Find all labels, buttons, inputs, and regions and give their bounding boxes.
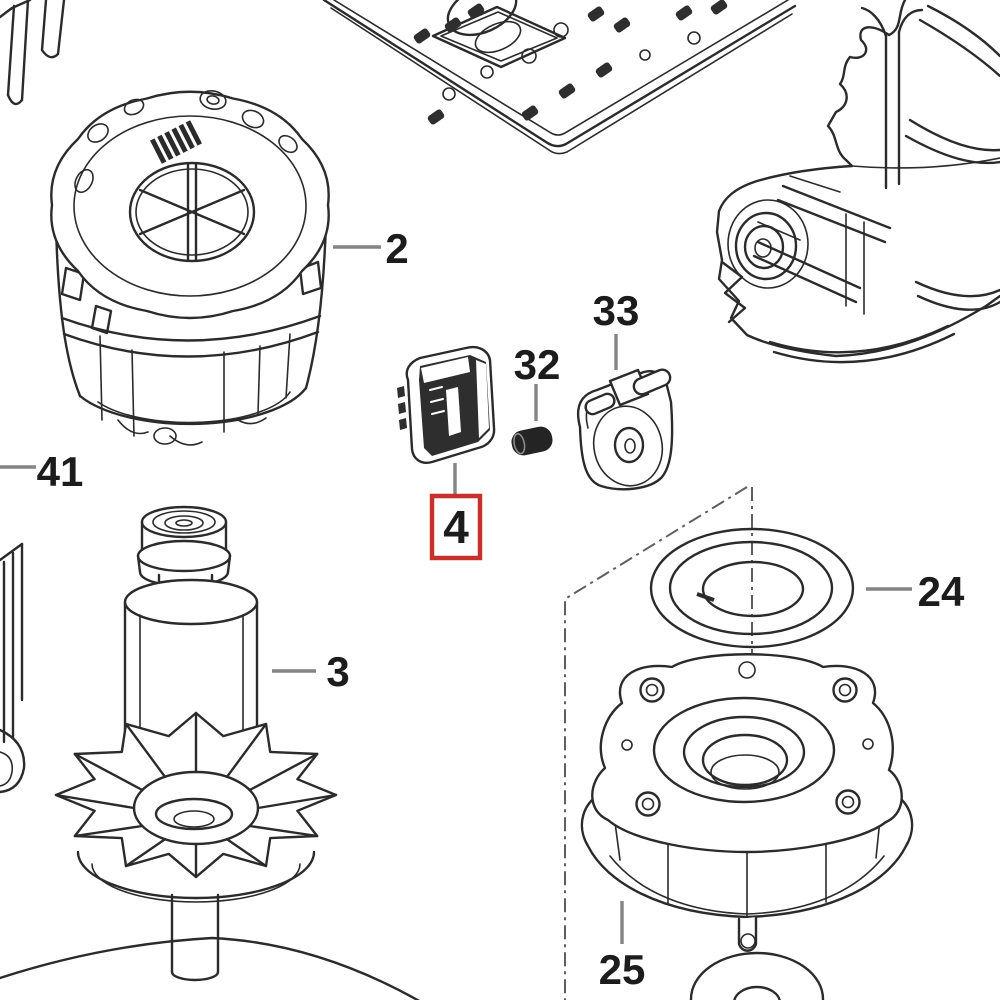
part-32-label: 32	[514, 341, 561, 388]
part-25-label: 25	[599, 946, 646, 993]
highlight-box-part-4	[429, 493, 483, 561]
flange-bolt-holes	[621, 677, 874, 817]
part-4-label: 4	[443, 501, 469, 553]
washer	[689, 951, 825, 1000]
part-41-label: 41	[37, 448, 84, 495]
base-plate	[322, 0, 797, 155]
part-24-label: 24	[918, 568, 965, 615]
gear-housing	[715, 0, 1000, 364]
armature-part-3	[54, 505, 338, 982]
pad-arc	[0, 936, 420, 1000]
part-3-label: 3	[326, 648, 349, 695]
plate-holes	[442, 22, 701, 101]
stator-top-bosses	[74, 89, 298, 194]
stator-grille	[150, 120, 202, 164]
pin-part-32	[511, 426, 553, 456]
bearing-flange-part-25	[580, 653, 914, 952]
labels: 2 41 3 32 33 24 25 4	[0, 225, 965, 993]
part-33-label: 33	[593, 287, 640, 334]
corner-part-top-left	[0, 0, 66, 106]
left-edge-part	[0, 542, 26, 794]
seal-ring-part-24	[649, 527, 855, 649]
module-part-4	[397, 346, 496, 464]
bracket-part-33	[576, 368, 674, 491]
centerlines	[564, 486, 753, 1000]
fan-blades	[54, 711, 338, 879]
part-2-label: 2	[385, 225, 408, 272]
stator-part-2	[50, 89, 330, 446]
plate-slots	[413, 0, 728, 125]
